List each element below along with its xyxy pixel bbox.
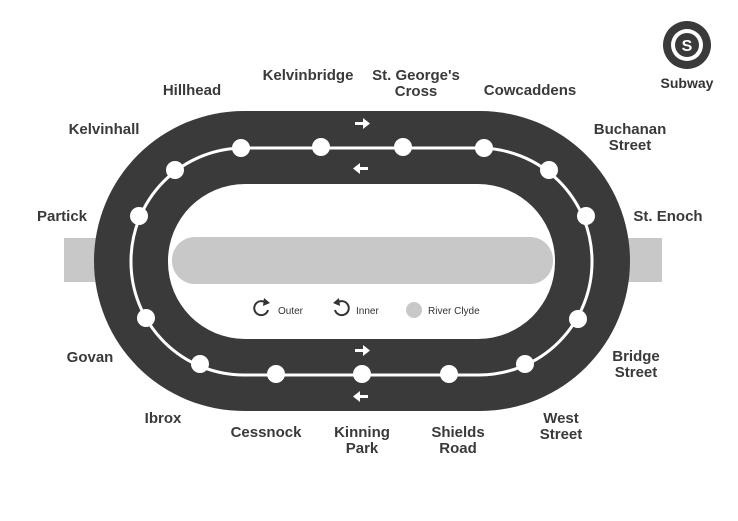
station-label-line: Buchanan <box>594 121 667 138</box>
arrow-left-bottom-icon <box>353 391 368 402</box>
subway-logo: S Subway <box>661 21 714 91</box>
station-dot-shields-road[interactable] <box>440 365 458 383</box>
subway-logo-glyph: S <box>682 38 693 55</box>
legend-inner-label: Inner <box>356 306 379 317</box>
outer-direction-icon <box>253 298 270 317</box>
station-dot-kinning-park[interactable] <box>353 365 371 383</box>
station-label-line: Street <box>615 364 658 381</box>
station-dot-st-georges-cross[interactable] <box>394 138 412 156</box>
station-label-line: Road <box>439 440 477 457</box>
station-label-line: Ibrox <box>145 410 182 427</box>
station-label-ibrox: Ibrox <box>145 410 182 427</box>
river-clyde-swatch-icon <box>406 302 422 318</box>
station-label-line: Shields <box>431 424 484 441</box>
station-dot-st-enoch[interactable] <box>577 207 595 225</box>
arrow-right-top-icon <box>355 118 370 129</box>
inner-direction-icon <box>333 298 350 317</box>
legend-river-label: River Clyde <box>428 306 480 317</box>
station-dot-govan[interactable] <box>137 309 155 327</box>
station-label-line: Park <box>346 440 379 457</box>
arrow-left-top-icon <box>353 163 368 174</box>
station-label-partick: Partick <box>37 208 88 225</box>
station-label-hillhead: Hillhead <box>163 82 221 99</box>
river-clyde-right <box>628 238 662 282</box>
legend-outer-label: Outer <box>278 306 304 317</box>
station-label-line: Cross <box>395 83 438 100</box>
subway-logo-label: Subway <box>661 75 714 91</box>
river-clyde-centre <box>172 237 553 284</box>
arrow-right-bottom-icon <box>355 345 370 356</box>
station-label-line: Kinning <box>334 424 390 441</box>
station-label-line: Cowcaddens <box>484 82 577 99</box>
station-dot-kelvinhall[interactable] <box>166 161 184 179</box>
station-dot-cowcaddens[interactable] <box>475 139 493 157</box>
station-label-line: Partick <box>37 208 88 225</box>
station-dot-partick[interactable] <box>130 207 148 225</box>
station-label-govan: Govan <box>67 349 114 366</box>
station-label-line: Bridge <box>612 348 660 365</box>
station-label-cessnock: Cessnock <box>231 424 303 441</box>
legend: Outer Inner River Clyde <box>253 298 480 318</box>
station-label-line: Govan <box>67 349 114 366</box>
station-label-line: West <box>543 410 579 427</box>
station-dot-hillhead[interactable] <box>232 139 250 157</box>
station-label-line: Kelvinbridge <box>263 67 354 84</box>
station-label-kelvinbridge: Kelvinbridge <box>263 67 354 84</box>
station-dot-buchanan-street[interactable] <box>540 161 558 179</box>
station-label-line: Hillhead <box>163 82 221 99</box>
station-dot-ibrox[interactable] <box>191 355 209 373</box>
station-label-kelvinhall: Kelvinhall <box>69 121 140 138</box>
station-label-cowcaddens: Cowcaddens <box>484 82 577 99</box>
station-dots <box>130 138 595 383</box>
station-dot-cessnock[interactable] <box>267 365 285 383</box>
station-label-line: Street <box>609 137 652 154</box>
station-label-st-enoch: St. Enoch <box>633 208 702 225</box>
station-label-line: St. Enoch <box>633 208 702 225</box>
station-dot-west-street[interactable] <box>516 355 534 373</box>
station-label-line: Kelvinhall <box>69 121 140 138</box>
station-label-line: Cessnock <box>231 424 303 441</box>
station-label-line: St. George's <box>372 67 460 84</box>
station-dot-bridge-street[interactable] <box>569 310 587 328</box>
station-label-line: Street <box>540 426 583 443</box>
station-dot-kelvinbridge[interactable] <box>312 138 330 156</box>
